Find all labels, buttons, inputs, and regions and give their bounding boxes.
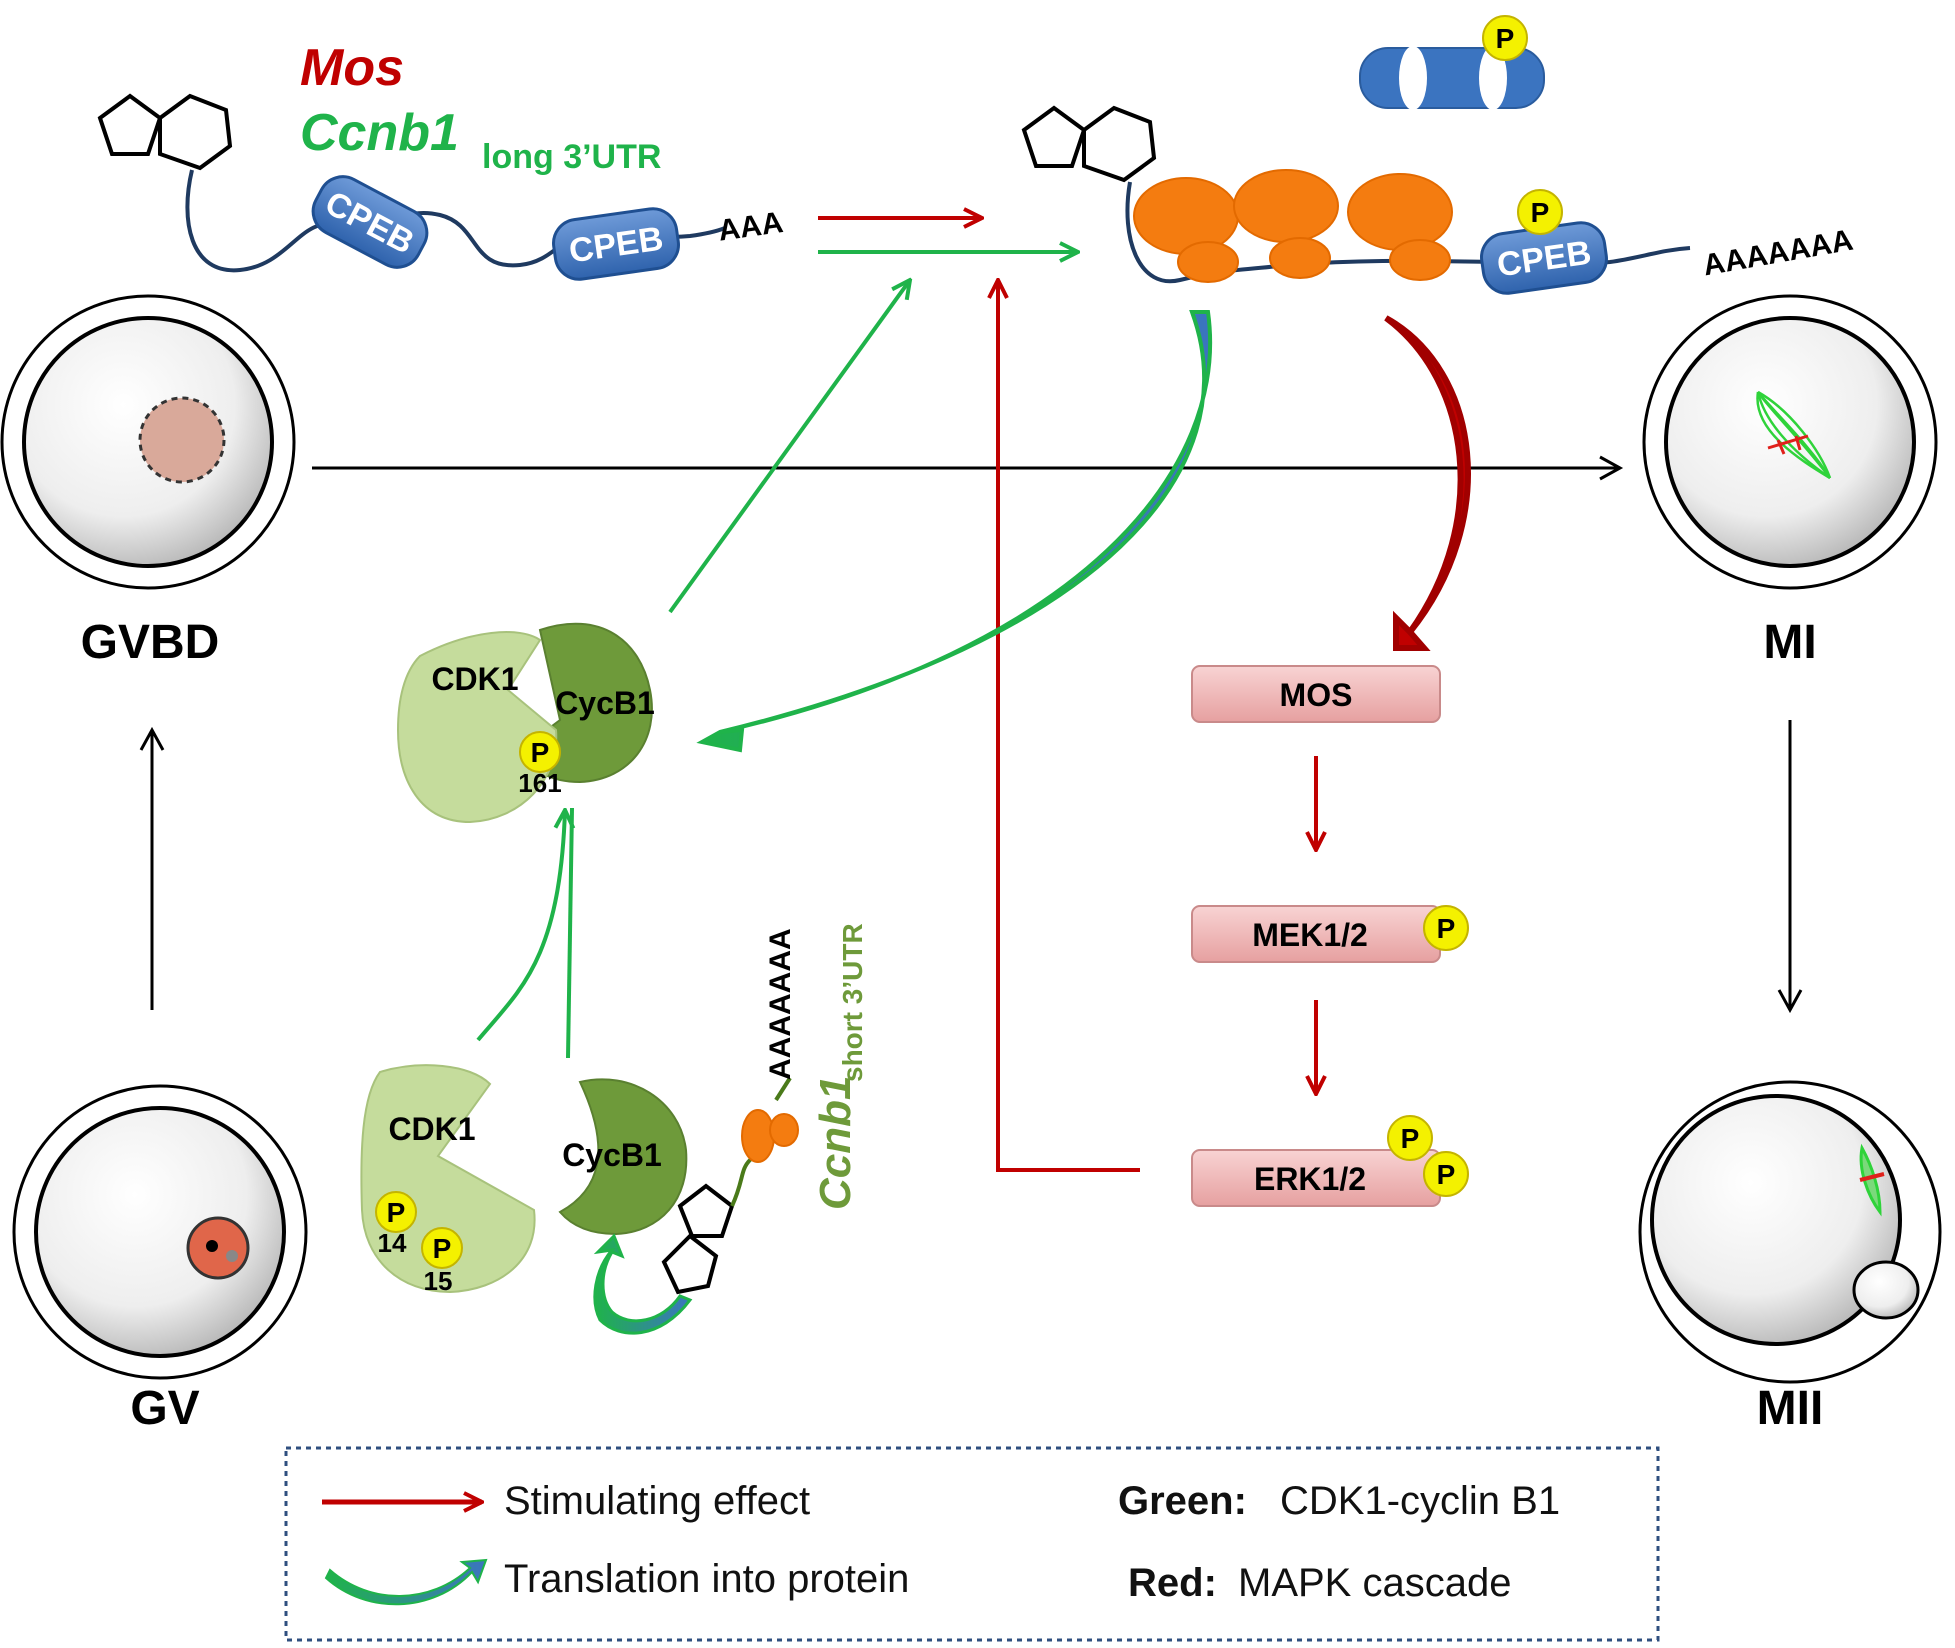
mos-label: MOS (1280, 677, 1353, 713)
arrow-mpf-to-translation (668, 280, 910, 614)
phospho-badge (519, 731, 561, 773)
cycb1-free: CycB1 (558, 1078, 688, 1236)
mek-label: MEK1/2 (1252, 917, 1368, 953)
phospho-label: P (387, 1197, 406, 1228)
cdk1-inactive: CDK1 P 14 P 15 (360, 1064, 536, 1296)
phospho-badge (1423, 1151, 1469, 1197)
kinase-box-erk: ERK1/2 P P (1191, 1115, 1469, 1207)
gene-ccnb1-short-name: Ccnb1 (811, 1076, 860, 1210)
cpeb-protein-1: CPEB (311, 175, 429, 269)
phospho-label: P (433, 1233, 452, 1264)
ribosome-subunit-icon: P (1359, 15, 1545, 110)
phospho-badge (375, 1191, 417, 1233)
cell-mi (1642, 294, 1938, 590)
phospho-label: P (1401, 1123, 1420, 1154)
gene-ccnb1-short-subscript: short 3’UTR (837, 923, 868, 1082)
kinase-box-mek: MEK1/2 P (1191, 905, 1469, 963)
cpeb-protein-phospho: CPEB (1480, 221, 1608, 295)
phospho-badge (1517, 189, 1563, 235)
legend-border (284, 1446, 1660, 1642)
cdk1-shape (396, 631, 558, 824)
mrna-translating: P CPEB P AAAAAAA (1021, 15, 1856, 295)
mrna-mos-ccnb1-long: CPEB CPEB AAA Mos Ccnb1 long 3’UTR (97, 39, 785, 281)
phospho-badge (1423, 905, 1469, 951)
phospho-label: P (531, 737, 550, 768)
ribosomes (1133, 169, 1453, 283)
mrna-strand (1125, 181, 1691, 284)
site-15-label: 15 (424, 1266, 453, 1296)
legend-green-value: CDK1-cyclin B1 (1280, 1479, 1560, 1523)
arrow-cycb1-to-active (566, 807, 574, 1059)
mrna-ccnb1-short: AAAAAAA Ccnb1 short 3’UTR (661, 923, 868, 1295)
legend-arc-icon (324, 1558, 488, 1606)
translation-arc-short (593, 1233, 693, 1335)
phospho-label: P (1531, 197, 1550, 228)
cdk1-label: CDK1 (388, 1111, 475, 1147)
legend-red-value: MAPK cascade (1238, 1561, 1511, 1605)
stage-label-gvbd: GVBD (81, 616, 220, 669)
arrow-inactive-cdk1-to-active (476, 810, 565, 1042)
legend: Stimulating effect Translation into prot… (284, 1446, 1660, 1642)
cell-gv (12, 1084, 308, 1380)
phospho-label: P (1496, 23, 1515, 54)
gene-ccnb1-long-label: Ccnb1 long 3’UTR (300, 104, 661, 176)
translation-arc-mos (1384, 315, 1471, 651)
gene-ccnb1-short-label: Ccnb1 short 3’UTR (811, 923, 868, 1210)
spindle-icon (1859, 1143, 1882, 1217)
polya-tail-short: AAA (716, 206, 785, 248)
erk-label: ERK1/2 (1254, 1161, 1366, 1197)
mpf-complex-active: CDK1 CycB1 P 161 (396, 622, 655, 824)
gene-ccnb1-name: Ccnb1 (300, 104, 459, 162)
site-161-label: 161 (518, 768, 561, 798)
cap-structure-icon (661, 1183, 735, 1295)
legend-stimulating: Stimulating effect (504, 1479, 810, 1523)
stage-label-mii: MII (1757, 1382, 1824, 1435)
cap-structure-icon (97, 93, 233, 171)
phospho-label: P (1437, 913, 1456, 944)
cycb1-label: CycB1 (555, 685, 655, 721)
chromosome-icon (1767, 434, 1809, 455)
gene-mos-label: Mos (300, 39, 404, 97)
polya-tail-long: AAAAAAA (1701, 224, 1856, 283)
cpeb-protein-2: CPEB (552, 207, 680, 281)
gene-ccnb1-subscript: long 3’UTR (482, 138, 661, 176)
phospho-badge (1387, 1115, 1433, 1161)
translation-arc-cyclinb1 (696, 310, 1213, 753)
phospho-badge (421, 1227, 463, 1269)
legend-translation: Translation into protein (504, 1557, 909, 1601)
site-14-label: 14 (378, 1228, 407, 1258)
cdk1-label: CDK1 (431, 661, 518, 697)
phospho-label: P (1437, 1159, 1456, 1190)
legend-red-key: Red: (1128, 1561, 1217, 1605)
cell-mii (1638, 1080, 1942, 1384)
cap-structure-icon (1021, 105, 1157, 183)
cycb1-label: CycB1 (562, 1137, 662, 1173)
kinase-box-mos: MOS (1191, 665, 1441, 723)
stage-label-mi: MI (1763, 616, 1816, 669)
legend-green-key: Green: (1118, 1479, 1247, 1523)
polya-tail-short-utr: AAAAAAA (764, 928, 797, 1080)
stage-label-gv: GV (130, 1382, 199, 1435)
cell-gvbd (0, 294, 296, 590)
arrow-erk-feedback (998, 280, 1140, 1172)
